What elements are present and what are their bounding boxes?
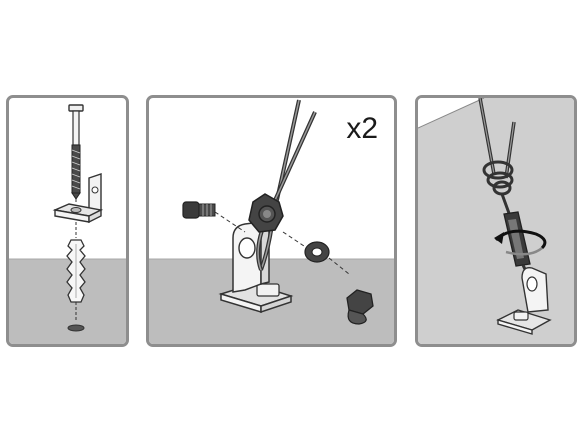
drill-hole	[67, 324, 85, 332]
angle-bracket	[52, 173, 104, 224]
step-3-panel	[415, 95, 577, 347]
step-2-panel: x2	[146, 95, 397, 347]
step-3-illustration	[418, 98, 574, 344]
quantity-label: x2	[346, 112, 378, 145]
bolt	[182, 201, 216, 219]
wire-loop	[256, 99, 317, 271]
step-2-illustration	[149, 99, 394, 344]
floor-area	[9, 259, 126, 344]
eye-nut	[248, 193, 284, 233]
step-1-panel	[6, 95, 129, 347]
angle-bracket	[496, 267, 552, 335]
acorn-nut	[346, 289, 374, 325]
bolt	[68, 104, 84, 200]
wall-plug	[66, 239, 86, 303]
rotate-arrow-icon	[494, 229, 547, 256]
washer	[304, 241, 330, 263]
wall-area	[418, 98, 574, 344]
step-1-illustration	[9, 104, 126, 344]
